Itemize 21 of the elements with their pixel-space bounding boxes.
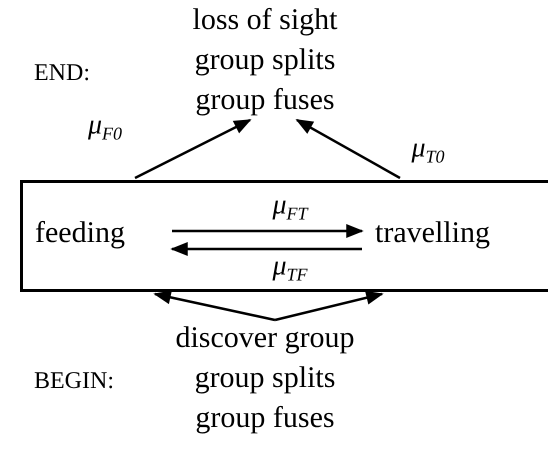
phase-label: BEGIN:: [34, 368, 114, 395]
rate-label: μ$_{FT}$: [272, 190, 308, 224]
phase-label: END:: [34, 60, 90, 87]
state-box: [20, 180, 548, 292]
arrow: [295, 118, 401, 180]
state-label: travelling: [375, 215, 490, 251]
arrow: [153, 290, 276, 322]
arrow: [274, 290, 384, 322]
arrow: [170, 242, 362, 256]
event-label: group splits: [194, 360, 336, 396]
event-label: group fuses: [195, 400, 335, 436]
rate-label: μ$_{T0}$: [411, 132, 445, 168]
event-label: loss of sight: [192, 2, 338, 38]
rate-label: μ$_{F0}$: [88, 110, 122, 144]
arrow: [134, 118, 252, 180]
event-label: group fuses: [195, 82, 335, 118]
state-label: feeding: [35, 215, 125, 251]
event-label: group splits: [194, 42, 336, 78]
arrow: [172, 224, 364, 238]
event-label: discover group: [175, 320, 355, 356]
rate-label: μ$_{TF}$: [272, 250, 308, 286]
